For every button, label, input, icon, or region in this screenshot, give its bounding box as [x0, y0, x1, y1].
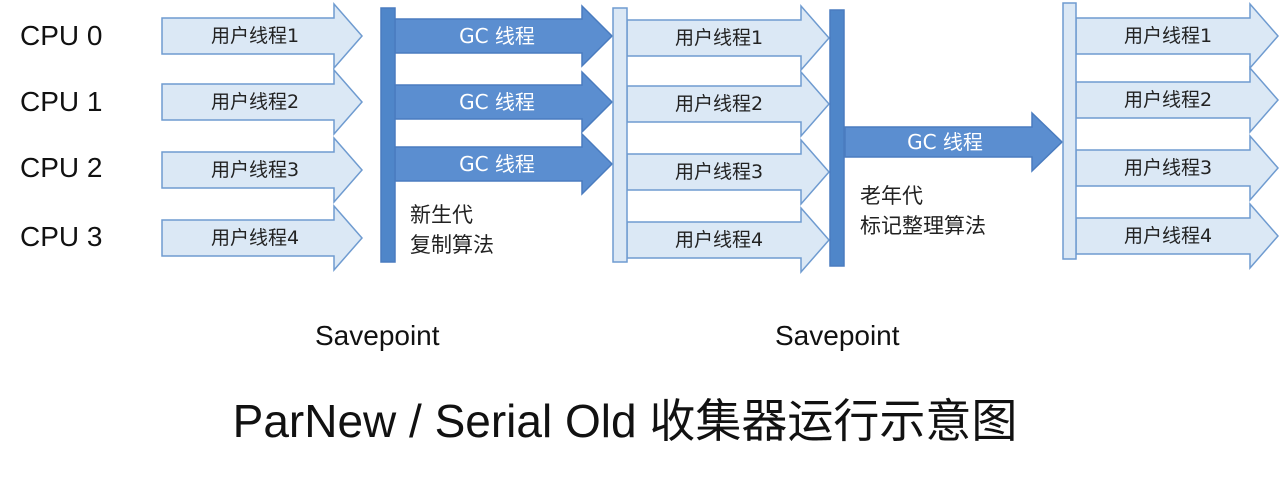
cpu-label-3: CPU 3	[20, 221, 103, 252]
user-thread-label-stage3-2: 用户线程2	[675, 93, 763, 115]
user-thread-arrow-stage1-3	[161, 136, 363, 204]
user-thread-arrow-stage1-2	[161, 68, 363, 136]
user-thread-label-stage3-3: 用户线程3	[675, 161, 763, 183]
user-thread-label-stage5-2: 用户线程2	[1124, 89, 1212, 111]
young-gen-note: 新生代 复制算法	[410, 200, 494, 260]
young-gen-line-2: 复制算法	[410, 233, 494, 257]
thread-timeline-diagram: 用户线程1 用户线程2 用户线程3 用户线程4 GC 线程 GC 线程 GC 线程 用户线程1…	[161, 2, 1279, 274]
young-gen-line-1: 新生代	[410, 203, 473, 227]
user-thread-arrow-stage3-1	[626, 4, 830, 72]
user-thread-arrow-stage3-3	[626, 138, 830, 206]
savepoint-bar-1	[380, 7, 396, 263]
user-thread-label-stage3-1: 用户线程1	[675, 27, 763, 49]
user-thread-arrow-stage5-4	[1075, 202, 1279, 270]
user-thread-arrow-stage5-2	[1075, 66, 1279, 134]
gc-thread-arrow-parnew-3	[394, 132, 614, 196]
savepoint-label-1: Savepoint	[315, 320, 440, 351]
user-thread-label-stage1-2: 用户线程2	[211, 91, 299, 113]
gc-thread-label-serial-old: GC 线程	[907, 130, 983, 154]
gc-thread-label-parnew-2: GC 线程	[459, 90, 535, 114]
user-thread-arrow-stage3-4	[626, 206, 830, 274]
cpu-label-1: CPU 1	[20, 86, 103, 117]
user-thread-arrow-stage1-4	[161, 204, 363, 272]
user-thread-arrow-stage5-3	[1075, 134, 1279, 202]
cpu-label-0: CPU 0	[20, 20, 103, 51]
user-thread-label-stage1-3: 用户线程3	[211, 159, 299, 181]
user-thread-label-stage3-4: 用户线程4	[675, 229, 763, 251]
old-gen-note: 老年代 标记整理算法	[860, 181, 986, 241]
gc-thread-label-parnew-3: GC 线程	[459, 152, 535, 176]
user-thread-label-stage1-1: 用户线程1	[211, 25, 299, 47]
user-thread-label-stage5-3: 用户线程3	[1124, 157, 1212, 179]
savepoint-label-2: Savepoint	[775, 320, 900, 351]
user-thread-arrow-stage3-2	[626, 70, 830, 138]
user-thread-label-stage5-4: 用户线程4	[1124, 225, 1212, 247]
user-thread-label-stage1-4: 用户线程4	[211, 227, 299, 249]
cpu-label-2: CPU 2	[20, 152, 103, 183]
user-thread-arrow-stage5-1	[1075, 2, 1279, 70]
diagram-title: ParNew / Serial Old 收集器运行示意图	[232, 395, 1018, 447]
old-gen-line-1: 老年代	[860, 184, 923, 208]
gc-thread-arrow-serial-old	[844, 111, 1064, 173]
savepoint-bar-2	[829, 9, 845, 267]
gc-thread-arrow-parnew-2	[394, 70, 614, 134]
gc-thread-arrow-parnew-1	[394, 4, 614, 68]
stage-boundary-bar-2	[1062, 2, 1077, 260]
user-thread-arrow-stage1-1	[161, 2, 363, 70]
old-gen-line-2: 标记整理算法	[860, 214, 986, 238]
stage-boundary-bar-1	[612, 7, 628, 263]
user-thread-label-stage5-1: 用户线程1	[1124, 25, 1212, 47]
gc-thread-label-parnew-1: GC 线程	[459, 24, 535, 48]
